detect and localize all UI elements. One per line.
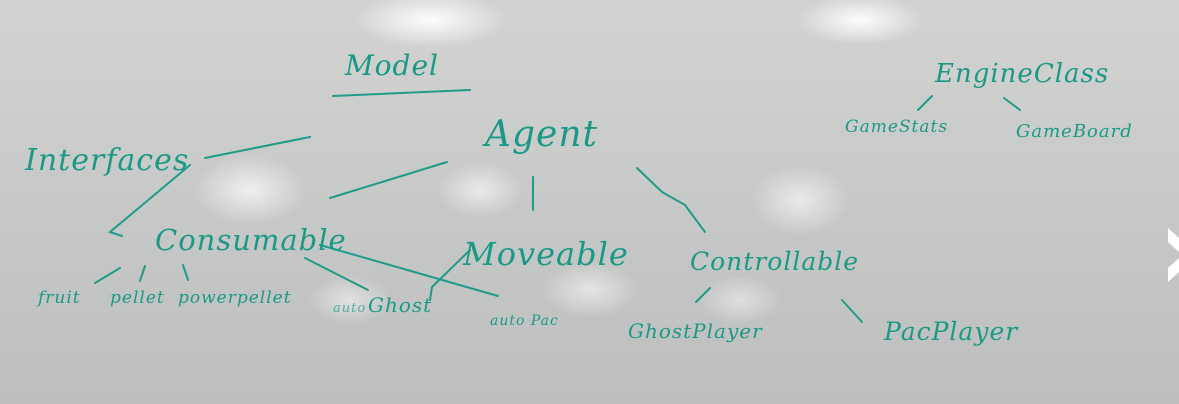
model-label: Model [344,49,439,82]
agent-label: Agent [482,114,598,155]
interfaces-connector [204,136,311,159]
edge-glare-mark [1168,258,1179,282]
ghost-player-label: GhostPlayer [628,319,763,343]
controllable-to-pacplayer-line [841,299,863,323]
fruit-label: fruit [36,288,81,308]
ghost-label: Ghost [368,293,432,317]
consumable-to-ghost-line [304,257,369,291]
engineclass-to-gameboard-line [1003,97,1021,111]
consumable-to-agent-line [329,161,448,199]
consumable-label: Consumable [155,223,347,257]
consumable-to-powerpellet-line [182,264,189,281]
consumable-to-fruit-line [94,267,121,284]
consumable-to-autopac-line [319,244,499,297]
controllable-label: Controllable [690,247,859,276]
moveable-label: Moveable [462,235,629,273]
game-board-label: GameBoard [1016,121,1133,142]
pac-player-label: PacPlayer [883,317,1019,346]
interfaces-label: Interfaces [24,143,189,178]
pellet-label: pellet [110,288,165,308]
powerpellet-label: powerpellet [178,288,292,308]
engineclass-to-gamestats-line [917,95,933,111]
moveable-to-ghost-line [429,249,471,301]
game-stats-label: GameStats [845,117,948,137]
interfaces-to-consumable-line [107,164,191,237]
agent-to-controllable-line [636,167,706,233]
controllable-to-ghostplayer-line [695,287,711,303]
auto-pac-label: auto Pac [490,313,559,329]
consumable-to-pellet-line [139,265,146,282]
auto-ghost-prefix-label: auto [333,301,366,316]
engine-class-label: EngineClass [934,59,1109,89]
edge-glare-mark [1168,228,1179,252]
model-underline [332,89,471,97]
